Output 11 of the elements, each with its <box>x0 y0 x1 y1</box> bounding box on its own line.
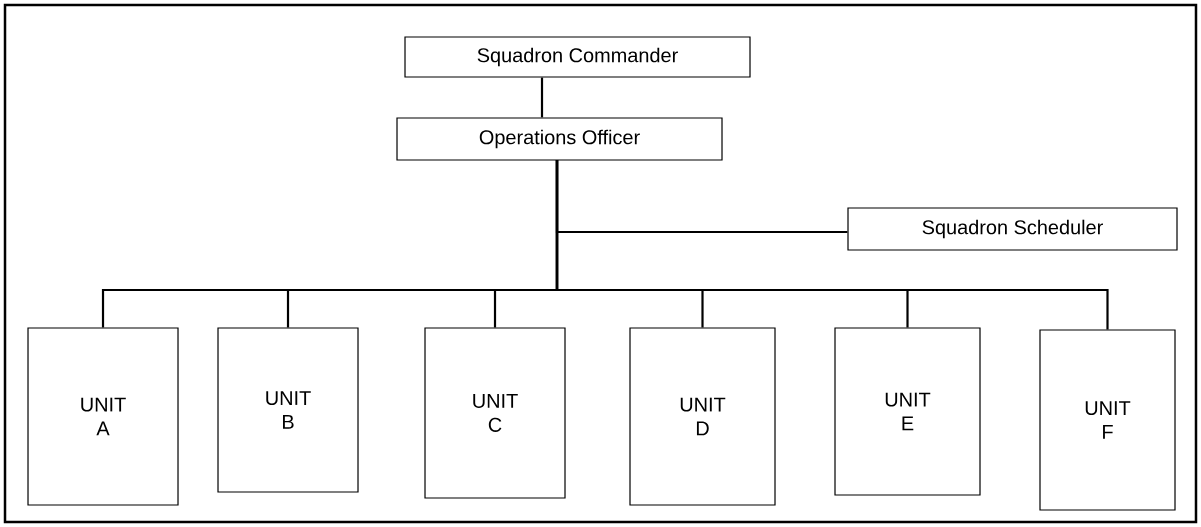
position-box: Squadron Scheduler <box>847 207 1178 251</box>
unit-box: UNIT F <box>1039 329 1176 511</box>
unit-box: UNIT B <box>217 327 359 493</box>
position-box: Squadron Commander <box>404 36 751 78</box>
unit-box: UNIT D <box>629 327 776 506</box>
unit-box: UNIT C <box>424 327 566 499</box>
unit-box: UNIT E <box>834 327 981 496</box>
connector-line <box>540 77 544 118</box>
position-box: Operations Officer <box>396 117 723 161</box>
unit-box: UNIT A <box>27 327 179 506</box>
connector-line <box>555 160 1109 330</box>
